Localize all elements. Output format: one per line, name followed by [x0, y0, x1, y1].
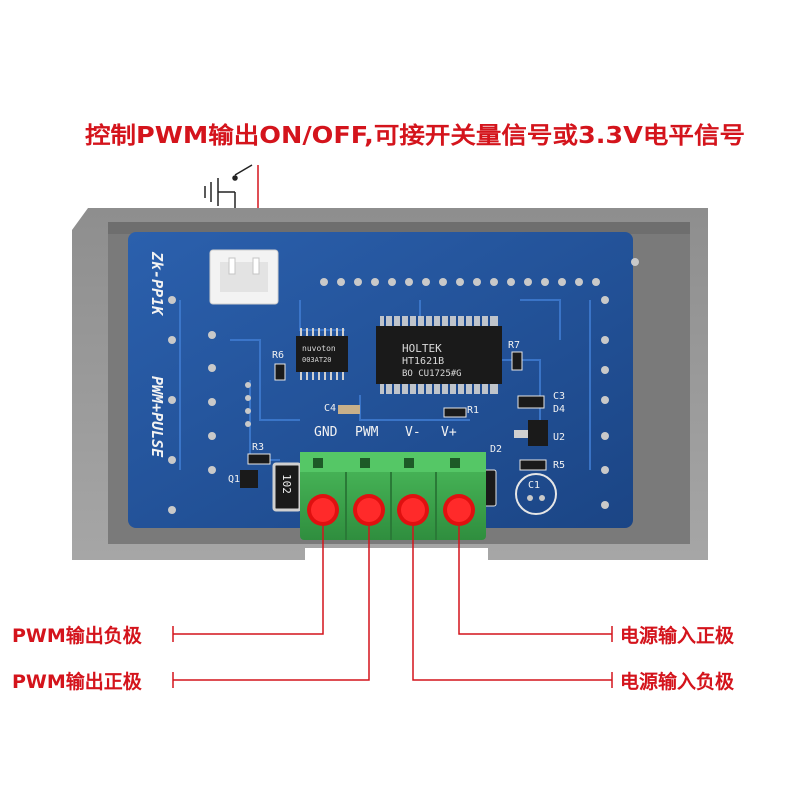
terminal-label-gnd: GND	[314, 425, 338, 440]
terminal-labels: GND PWM V- V+	[314, 425, 457, 440]
top-label: 控制PWM输出ON/OFF,可接开关量信号或3.3V电平信号	[85, 122, 745, 149]
label-q1: Q1	[228, 474, 240, 485]
screw-pwm	[353, 494, 385, 526]
component-labels: R6 R7 C3 D4 C4 R1 R3 Q1 U2 D2 R5 C1	[228, 340, 565, 491]
capacitor-c1	[515, 473, 557, 515]
main-chip-part: HT1621B	[402, 356, 444, 367]
label-c1: C1	[528, 480, 540, 491]
board-model-label: Zk-PP1K	[148, 251, 166, 317]
callout-lines	[172, 526, 613, 688]
label-power-positive: 电源输入正极	[620, 624, 735, 647]
terminal-label-vminus: V-	[405, 425, 421, 440]
lcd-driver-chip: HOLTEK HT1621B BO CU1725#G	[376, 316, 502, 394]
smd-components	[240, 351, 548, 507]
pcb-board: Zk-PP1K PWM+PULSE nuvoton 003AT20	[128, 232, 639, 528]
screw-vplus	[443, 494, 475, 526]
mcu-chip: nuvoton 003AT20	[296, 328, 348, 380]
terminal-label-pwm: PWM	[355, 425, 379, 440]
label-c3: C3	[553, 391, 565, 402]
mcu-brand: nuvoton	[302, 344, 336, 353]
label-c4: C4	[324, 403, 336, 414]
label-r3: R3	[252, 442, 264, 453]
label-r7: R7	[508, 340, 520, 351]
label-power-negative: 电源输入负极	[620, 670, 735, 693]
power-resistor: 102	[272, 462, 302, 512]
main-chip-brand: HOLTEK	[402, 342, 442, 355]
label-r1: R1	[467, 405, 479, 416]
label-d4: D4	[553, 404, 565, 415]
board-name-label: PWM+PULSE	[148, 376, 166, 458]
signal-connector	[209, 249, 279, 305]
label-r6: R6	[272, 350, 284, 361]
screw-gnd	[307, 494, 339, 526]
screw-terminal-block	[300, 452, 486, 540]
label-r5: R5	[553, 460, 565, 471]
main-chip-code: BO CU1725#G	[402, 369, 462, 379]
label-pwm-negative: PWM输出负极	[12, 624, 143, 647]
mcu-part: 003AT20	[302, 356, 332, 364]
terminal-label-vplus: V+	[441, 425, 457, 440]
resistor-value: 102	[280, 474, 293, 494]
label-u2: U2	[553, 432, 565, 443]
label-d2: D2	[490, 444, 502, 455]
screw-vminus	[397, 494, 429, 526]
label-pwm-positive: PWM输出正极	[12, 670, 143, 693]
